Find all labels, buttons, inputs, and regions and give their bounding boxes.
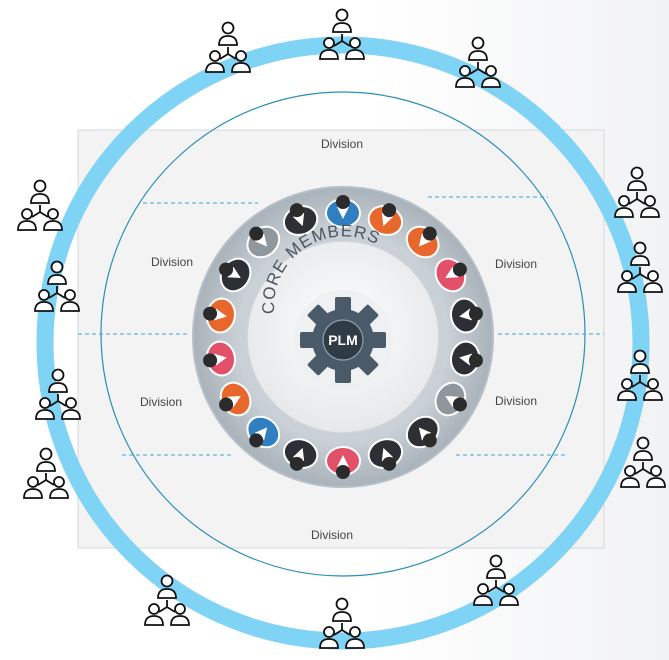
outer-ring (36, 36, 650, 650)
division-separators (78, 196, 604, 456)
team-network-icon (614, 166, 660, 218)
core-member-icon (282, 438, 319, 471)
division-label-lower-left: Division (140, 395, 182, 409)
gear-tooth (335, 297, 351, 313)
core-member-icon (434, 381, 467, 417)
core-member-icon (246, 225, 281, 259)
core-member-icon (246, 415, 281, 449)
core-member-icon (450, 297, 483, 334)
core-member-icon (405, 225, 440, 259)
division-label-upper-left: Division (151, 255, 193, 269)
core-member-icon (282, 203, 319, 236)
gear-tooth (300, 332, 316, 348)
core-member-icon (450, 340, 483, 377)
division-label-lower-right: Division (495, 394, 537, 408)
core-member-icon (434, 257, 467, 293)
gear-tooth (335, 367, 351, 383)
core-member-seats (203, 195, 483, 479)
core-member-icon (219, 381, 252, 417)
division-label-top: Division (321, 137, 363, 151)
core-member-icon (325, 446, 361, 479)
division-label-upper-right: Division (495, 257, 537, 271)
core-member-icon (325, 195, 361, 228)
division-label-bottom: Division (311, 528, 353, 542)
team-network-icon (17, 179, 63, 231)
core-member-icon (367, 438, 404, 471)
core-member-icon (203, 297, 236, 334)
core-member-icon (367, 203, 404, 236)
gear-tooth (370, 332, 386, 348)
plm-label: PLM (328, 332, 358, 348)
gear-icon: PLM (293, 290, 393, 390)
core-member-icon (203, 340, 236, 377)
team-network-icon (34, 260, 80, 312)
core-member-icon (219, 257, 252, 293)
